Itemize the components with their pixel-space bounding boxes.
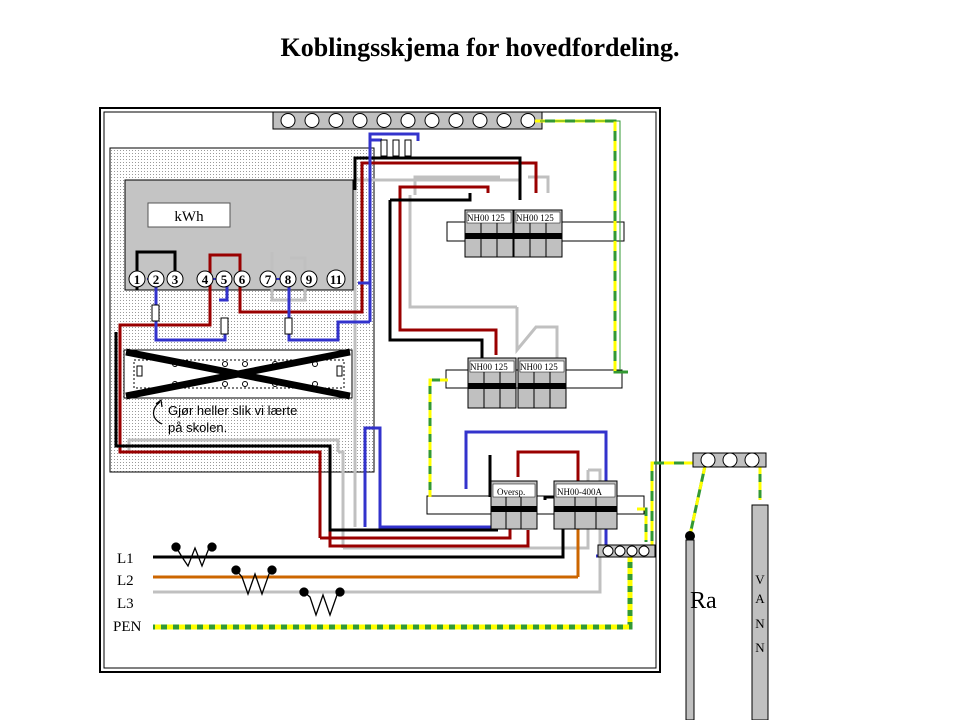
fuse-base-top-left: NH00 125: [464, 209, 514, 258]
meter-terminal-8: 8: [279, 270, 297, 288]
svg-text:7: 7: [265, 272, 272, 287]
fuse-label-top-right: NH00 125: [516, 213, 554, 223]
phase-label-l3: L3: [117, 596, 134, 612]
kwh-display: [147, 202, 231, 228]
main-fuse-label: NH00-400A: [557, 487, 602, 497]
water-label: V A N N: [755, 572, 765, 655]
meter-terminal-7: 7: [259, 270, 277, 288]
surge-protector: Oversp.: [490, 480, 538, 530]
ct-fuses: [151, 304, 293, 335]
svg-text:3: 3: [172, 272, 179, 287]
fuse-base-top-right: NH00 125: [513, 209, 563, 258]
earth-electrode-rod: [685, 539, 695, 720]
external-earth-terminals: [700, 452, 760, 468]
earth-label: Ra: [690, 588, 717, 614]
svg-text:1: 1: [134, 272, 141, 287]
note-line-2: på skolen.: [168, 420, 227, 435]
svg-text:4: 4: [202, 272, 209, 287]
meter-terminals: 1 2 3 4 5 6 7 8 9 11: [128, 269, 346, 289]
svg-text:2: 2: [153, 272, 160, 287]
note-line-1: Gjør heller slik vi lærte: [168, 403, 297, 418]
earth-electrode-connector: [685, 531, 695, 541]
phase-label-l2: L2: [117, 573, 134, 589]
crossed-terminal-block: [123, 348, 353, 400]
meter-terminal-5: 5: [215, 270, 233, 288]
svg-text:8: 8: [285, 272, 292, 287]
fuse-label-mid-left: NH00 125: [470, 362, 508, 372]
top-small-fuses: [380, 139, 412, 157]
svg-text:5: 5: [221, 272, 228, 287]
kwh-label: kWh: [174, 209, 204, 225]
meter-terminal-11: 11: [326, 269, 346, 289]
svg-text:6: 6: [239, 272, 246, 287]
svg-text:11: 11: [330, 272, 342, 287]
svg-text:9: 9: [306, 272, 313, 287]
fuse-label-top-left: NH00 125: [467, 213, 505, 223]
water-pipe: [751, 504, 769, 720]
svg-text:V: V: [755, 572, 765, 587]
fuse-label-mid-right: NH00 125: [520, 362, 558, 372]
svg-text:N: N: [755, 640, 765, 655]
note-arrowhead: [155, 398, 163, 408]
phase-label-pen: PEN: [113, 619, 142, 635]
load-symbol-l3: [299, 587, 345, 618]
meter-terminal-2: 2: [147, 270, 165, 288]
meter-terminal-1: 1: [128, 270, 146, 288]
svg-text:N: N: [755, 616, 765, 631]
surge-label: Oversp.: [497, 487, 525, 497]
note-arrow: [152, 401, 163, 425]
main-fuse: NH00-400A: [553, 480, 618, 530]
pe-wires: [153, 119, 762, 630]
load-symbol-l1: [171, 542, 217, 568]
fuse-base-mid-left: NH00 125: [467, 357, 517, 409]
svg-text:A: A: [755, 591, 765, 606]
meter-terminal-6: 6: [233, 270, 251, 288]
phase-label-l1: L1: [117, 551, 134, 567]
pen-bar-terminals: [602, 545, 650, 557]
meter-terminal-3: 3: [166, 270, 184, 288]
load-symbol-l2: [231, 565, 277, 596]
earth-bar-top-terminals: [280, 113, 536, 128]
page-title: Koblingsskjema for hovedfordeling.: [281, 33, 680, 62]
meter-terminal-9: 9: [300, 270, 318, 288]
meter-terminal-4: 4: [196, 270, 214, 288]
fuse-base-mid-right: NH00 125: [517, 357, 567, 409]
